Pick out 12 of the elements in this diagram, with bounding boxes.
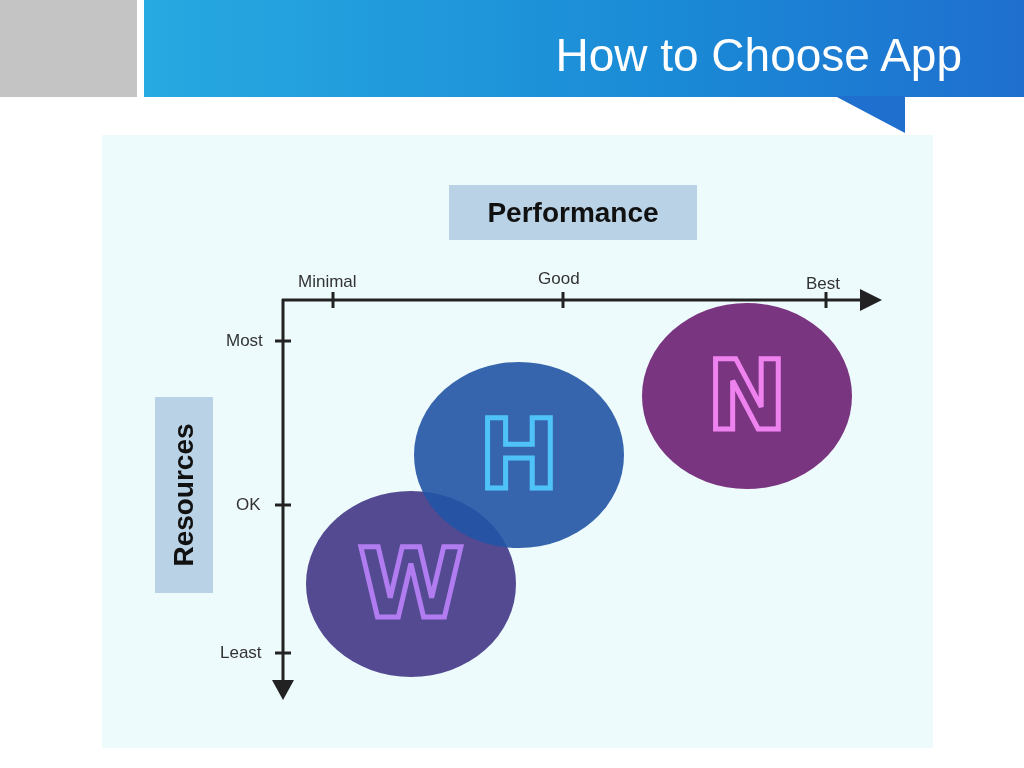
bubble-letter: H (478, 407, 560, 503)
axis-tick-label: Minimal (298, 272, 357, 292)
bubble-letter: W (358, 536, 464, 632)
axis-tick-label: OK (236, 495, 261, 515)
axis-title: Resources (155, 397, 213, 593)
axis-title: Performance (449, 185, 697, 240)
axis-tick-label: Good (538, 269, 580, 289)
axis-tick-label: Best (806, 274, 841, 294)
axis-tick-label: Most (226, 331, 263, 351)
bubble-letter: N (706, 348, 788, 444)
axis-tick-label: Least (220, 643, 262, 663)
slide-title: How to Choose App (555, 28, 962, 82)
